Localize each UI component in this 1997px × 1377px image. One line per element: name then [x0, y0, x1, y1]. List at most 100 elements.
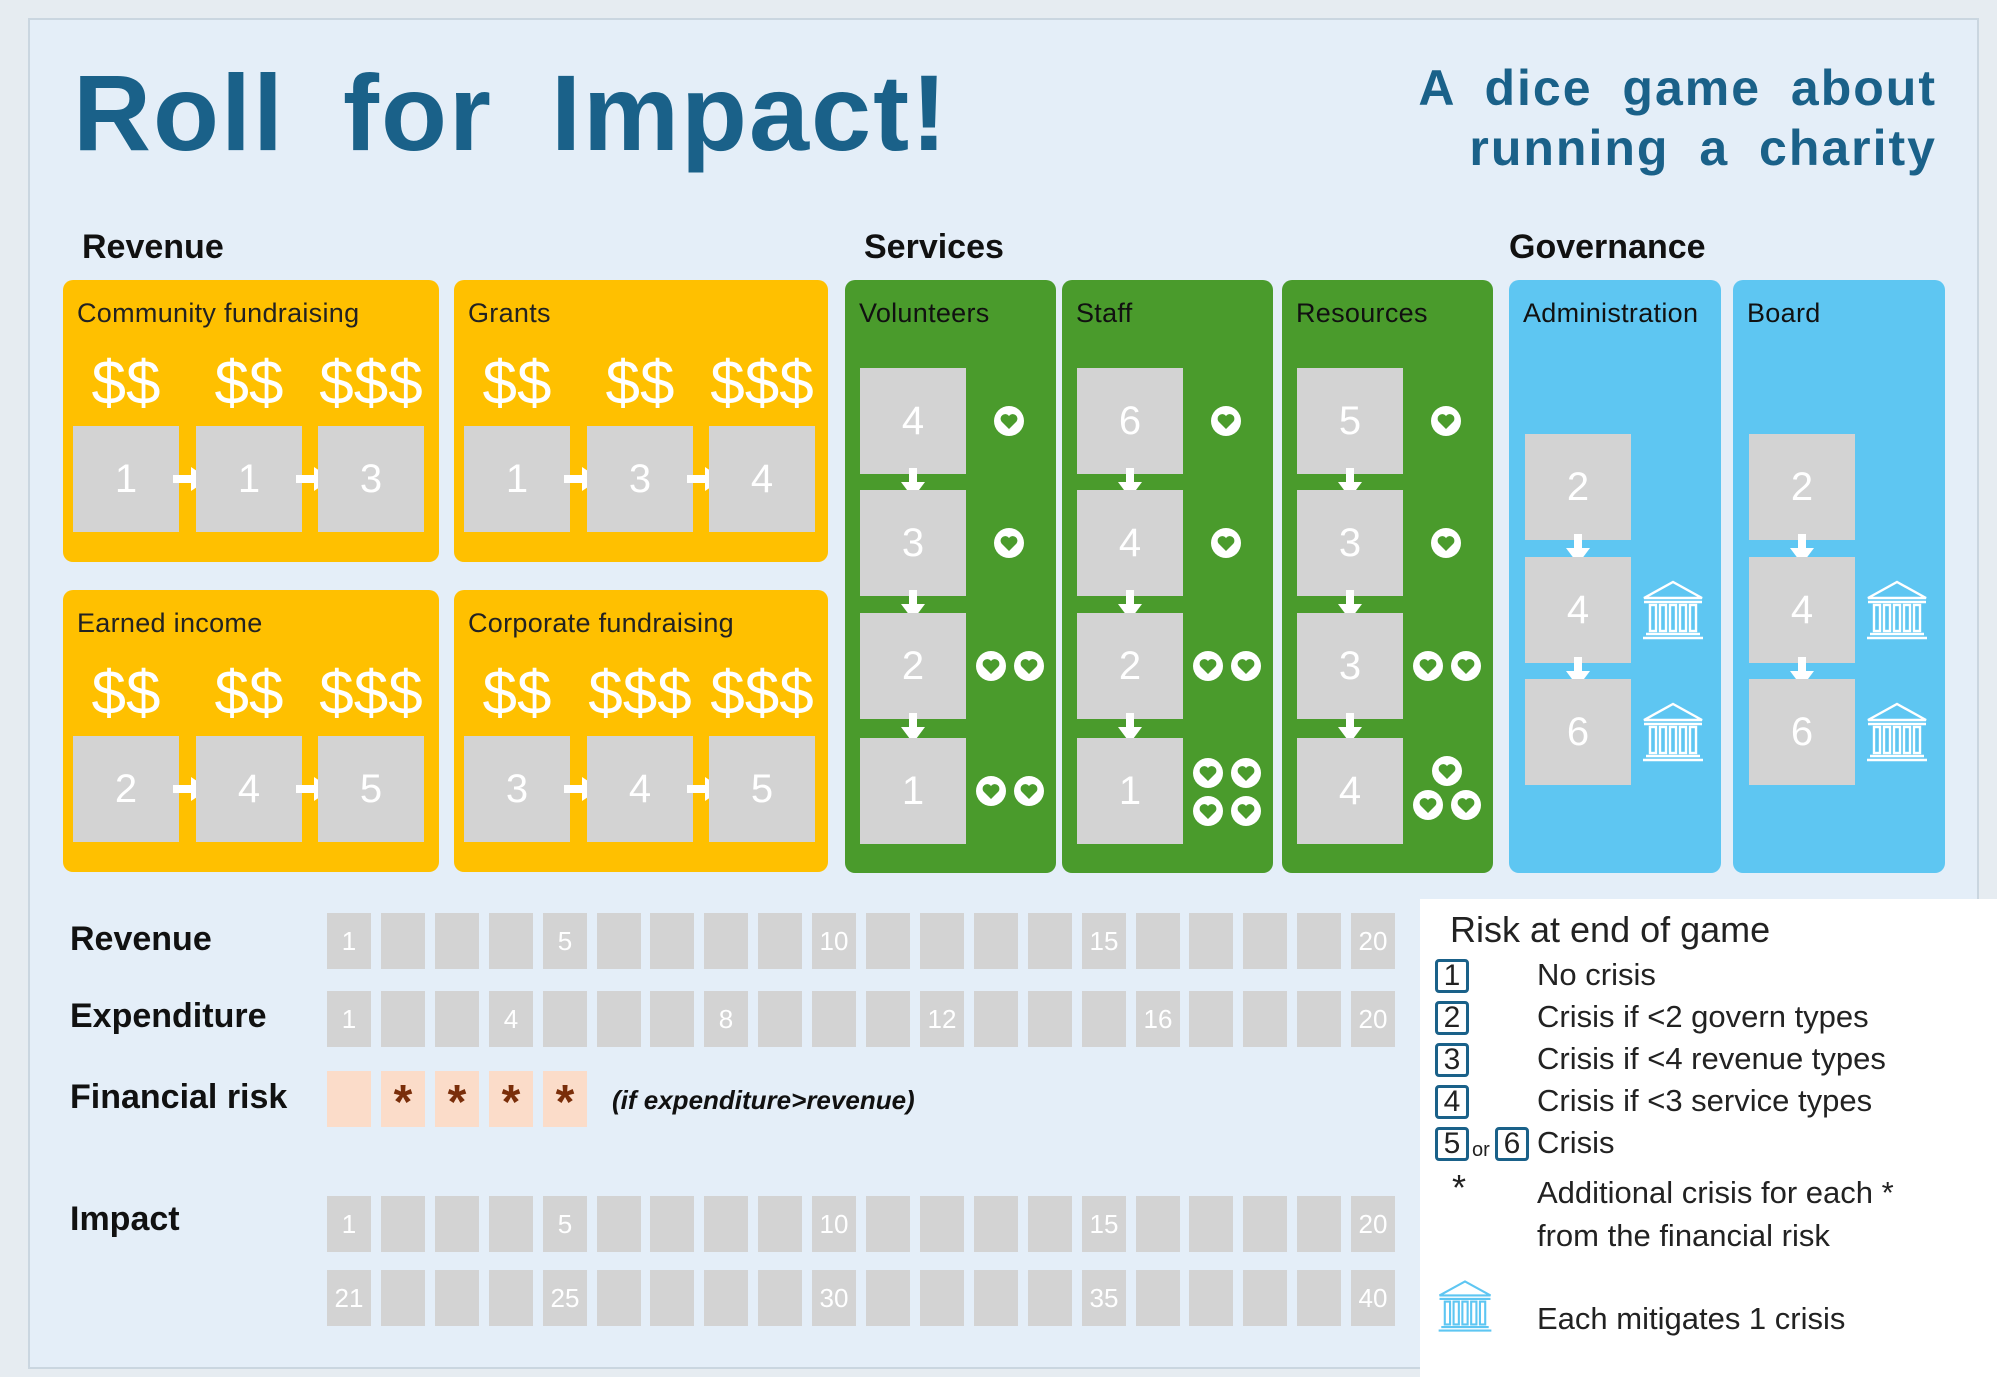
revenue-track-cell[interactable]	[920, 913, 964, 969]
service-die-box[interactable]: 3	[1297, 613, 1403, 719]
revenue-track-cell[interactable]: 5	[543, 913, 587, 969]
revenue-die-box[interactable]: 1	[464, 426, 570, 532]
impact-track-cell[interactable]	[435, 1196, 479, 1252]
impact-track-cell[interactable]: 21	[327, 1270, 371, 1326]
impact-track-cell[interactable]	[435, 1270, 479, 1326]
impact-track-cell[interactable]	[1189, 1196, 1233, 1252]
financial-risk-cell[interactable]: *	[381, 1071, 425, 1129]
revenue-track-cell[interactable]: 10	[812, 913, 856, 969]
governance-die-box[interactable]: 2	[1749, 434, 1855, 540]
impact-track-cell[interactable]	[1297, 1270, 1341, 1326]
impact-track-cell[interactable]	[920, 1270, 964, 1326]
impact-track-cell[interactable]	[1136, 1270, 1180, 1326]
impact-track-cell[interactable]	[974, 1196, 1018, 1252]
revenue-track-cell[interactable]: 20	[1351, 913, 1395, 969]
impact-track-cell[interactable]	[489, 1270, 533, 1326]
revenue-track-cell[interactable]	[866, 913, 910, 969]
revenue-track-cell[interactable]	[704, 913, 748, 969]
service-die-box[interactable]: 4	[1077, 490, 1183, 596]
financial-risk-cell[interactable]: *	[543, 1071, 587, 1129]
impact-track-cell[interactable]	[1243, 1270, 1287, 1326]
revenue-die-box[interactable]: 4	[196, 736, 302, 842]
impact-track-cell[interactable]	[1028, 1270, 1072, 1326]
revenue-die-box[interactable]: 3	[318, 426, 424, 532]
revenue-track-cell[interactable]	[597, 913, 641, 969]
expenditure-track-cell[interactable]	[1297, 991, 1341, 1047]
revenue-track-cell[interactable]	[1189, 913, 1233, 969]
service-die-box[interactable]: 2	[1077, 613, 1183, 719]
expenditure-track-cell[interactable]: 20	[1351, 991, 1395, 1047]
service-die-box[interactable]: 1	[1077, 738, 1183, 844]
impact-track-cell[interactable]: 15	[1082, 1196, 1126, 1252]
expenditure-track-cell[interactable]	[381, 991, 425, 1047]
expenditure-track-cell[interactable]	[974, 991, 1018, 1047]
service-die-box[interactable]: 3	[860, 490, 966, 596]
impact-track-cell[interactable]	[597, 1270, 641, 1326]
revenue-die-box[interactable]: 4	[587, 736, 693, 842]
service-die-box[interactable]: 1	[860, 738, 966, 844]
impact-track-cell[interactable]	[974, 1270, 1018, 1326]
expenditure-track-cell[interactable]: 8	[704, 991, 748, 1047]
impact-track-cell[interactable]	[650, 1270, 694, 1326]
impact-track-cell[interactable]	[920, 1196, 964, 1252]
impact-track-cell[interactable]	[866, 1270, 910, 1326]
revenue-die-box[interactable]: 5	[709, 736, 815, 842]
impact-track-cell[interactable]	[1243, 1196, 1287, 1252]
revenue-track-cell[interactable]	[1297, 913, 1341, 969]
service-die-box[interactable]: 5	[1297, 368, 1403, 474]
impact-track-cell[interactable]	[704, 1196, 748, 1252]
governance-die-box[interactable]: 4	[1749, 557, 1855, 663]
revenue-die-box[interactable]: 3	[464, 736, 570, 842]
governance-die-box[interactable]: 6	[1525, 679, 1631, 785]
revenue-track-cell[interactable]	[489, 913, 533, 969]
expenditure-track-cell[interactable]: 16	[1136, 991, 1180, 1047]
revenue-die-box[interactable]: 1	[196, 426, 302, 532]
expenditure-track-cell[interactable]	[1082, 991, 1126, 1047]
impact-track-cell[interactable]: 20	[1351, 1196, 1395, 1252]
revenue-track-cell[interactable]	[435, 913, 479, 969]
expenditure-track-cell[interactable]	[597, 991, 641, 1047]
revenue-track-cell[interactable]	[1028, 913, 1072, 969]
revenue-track-cell[interactable]	[381, 913, 425, 969]
expenditure-track-cell[interactable]	[1189, 991, 1233, 1047]
expenditure-track-cell[interactable]	[435, 991, 479, 1047]
expenditure-track-cell[interactable]: 4	[489, 991, 533, 1047]
impact-track-cell[interactable]: 35	[1082, 1270, 1126, 1326]
impact-track-cell[interactable]	[1136, 1196, 1180, 1252]
impact-track-cell[interactable]: 1	[327, 1196, 371, 1252]
expenditure-track-cell[interactable]: 12	[920, 991, 964, 1047]
expenditure-track-cell[interactable]	[543, 991, 587, 1047]
revenue-track-cell[interactable]: 1	[327, 913, 371, 969]
impact-track-cell[interactable]	[597, 1196, 641, 1252]
financial-risk-cell[interactable]: *	[489, 1071, 533, 1129]
service-die-box[interactable]: 2	[860, 613, 966, 719]
expenditure-track-cell[interactable]: 1	[327, 991, 371, 1047]
impact-track-cell[interactable]	[381, 1270, 425, 1326]
service-die-box[interactable]: 4	[1297, 738, 1403, 844]
impact-track-cell[interactable]	[650, 1196, 694, 1252]
revenue-die-box[interactable]: 5	[318, 736, 424, 842]
impact-track-cell[interactable]	[1297, 1196, 1341, 1252]
financial-risk-cell[interactable]	[327, 1071, 371, 1127]
expenditure-track-cell[interactable]	[758, 991, 802, 1047]
impact-track-cell[interactable]	[1028, 1196, 1072, 1252]
expenditure-track-cell[interactable]	[1243, 991, 1287, 1047]
revenue-track-cell[interactable]	[650, 913, 694, 969]
impact-track-cell[interactable]: 5	[543, 1196, 587, 1252]
impact-track-cell[interactable]	[381, 1196, 425, 1252]
expenditure-track-cell[interactable]	[1028, 991, 1072, 1047]
governance-die-box[interactable]: 6	[1749, 679, 1855, 785]
impact-track-cell[interactable]	[704, 1270, 748, 1326]
service-die-box[interactable]: 6	[1077, 368, 1183, 474]
expenditure-track-cell[interactable]	[812, 991, 856, 1047]
impact-track-cell[interactable]: 10	[812, 1196, 856, 1252]
revenue-die-box[interactable]: 2	[73, 736, 179, 842]
revenue-track-cell[interactable]	[758, 913, 802, 969]
service-die-box[interactable]: 3	[1297, 490, 1403, 596]
impact-track-cell[interactable]	[758, 1270, 802, 1326]
governance-die-box[interactable]: 2	[1525, 434, 1631, 540]
revenue-track-cell[interactable]: 15	[1082, 913, 1126, 969]
revenue-die-box[interactable]: 1	[73, 426, 179, 532]
revenue-track-cell[interactable]	[1136, 913, 1180, 969]
revenue-track-cell[interactable]	[1243, 913, 1287, 969]
